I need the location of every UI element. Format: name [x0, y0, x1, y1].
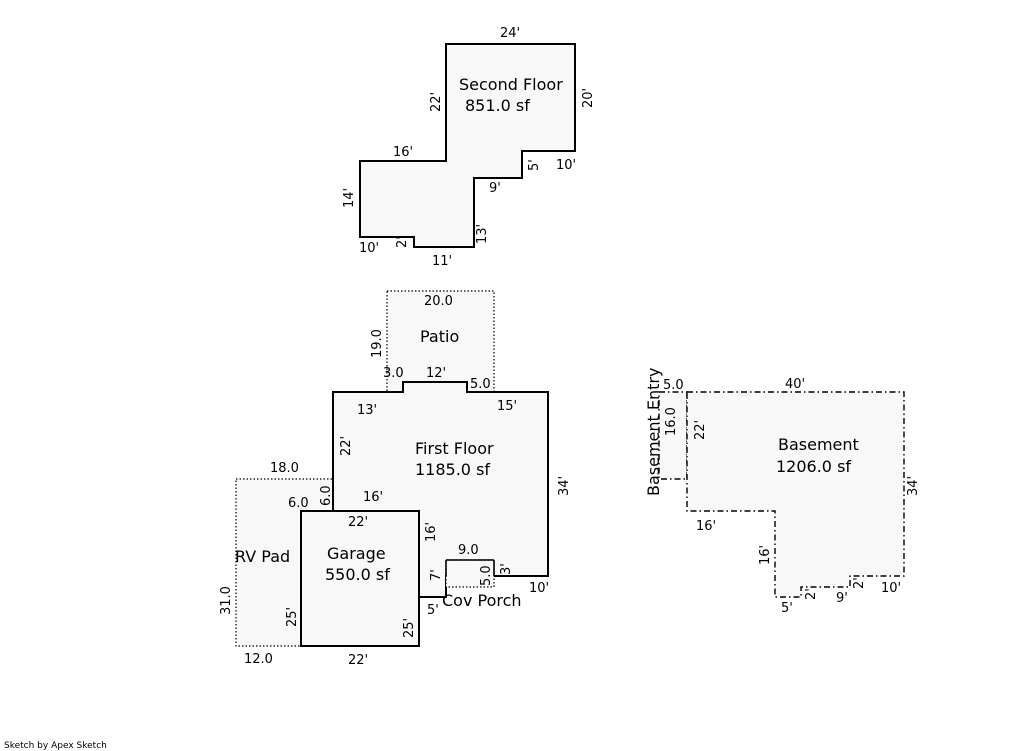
dim-garage-right: 25' [402, 618, 417, 638]
dim-garage-bottom: 22' [348, 653, 368, 668]
dim-patio-bl: 3.0 [383, 366, 404, 381]
second-floor-outline [359, 43, 576, 248]
cov-porch: Cov Porch 9.0 5.0 [442, 543, 522, 610]
dim-first-bottom-5: 5' [427, 603, 439, 618]
dim-second-notch: 2' [395, 236, 410, 248]
dim-basement-lower-left: 16' [758, 545, 773, 565]
basement-outline [686, 391, 905, 598]
dim-second-step-top: 16' [393, 145, 413, 160]
dim-second-right-bottom: 10' [556, 158, 576, 173]
dim-basement-step: 16' [696, 519, 716, 534]
dim-rv-top: 18.0 [270, 461, 299, 476]
first-floor-name: First Floor [415, 439, 494, 458]
rv-pad-name: RV Pad [235, 547, 290, 566]
dim-first-g-right: 16' [424, 522, 439, 542]
basement: Basement 1206.0 sf 40' 22' 34' 16' 16' 5… [686, 377, 921, 616]
basement-entry: Basement Entry 5.0 16.0 [644, 368, 688, 496]
basement-area: 1206.0 sf [776, 457, 851, 476]
dim-garage-top: 22' [348, 515, 368, 530]
dim-rv-n6b: 6.0 [319, 485, 334, 506]
dim-basement-right: 34' [906, 476, 921, 496]
second-floor-area: 851.0 sf [465, 96, 530, 115]
dim-second-bottom: 11' [432, 254, 452, 269]
dim-rv-left: 31.0 [219, 586, 234, 615]
dim-second-right: 20' [581, 88, 596, 108]
dim-basement-bottom-10: 10' [881, 581, 901, 596]
dim-second-bottom-left: 10' [359, 241, 379, 256]
dim-second-inner: 13' [475, 224, 490, 244]
dim-garage-left: 25' [285, 607, 300, 627]
dim-basement-bottom-9: 9' [836, 591, 848, 606]
dim-rv-bottom: 12.0 [244, 652, 273, 667]
dim-first-porch-v: 7' [429, 569, 444, 581]
basement-entry-outline [658, 391, 688, 480]
first-floor-area: 1185.0 sf [415, 460, 490, 479]
first-floor: First Floor 1185.0 sf 13' 15' 22' 34' 16… [332, 381, 572, 618]
dim-first-g-top: 16' [363, 490, 383, 505]
dim-bentry-top: 5.0 [663, 378, 684, 393]
rv-pad: RV Pad 18.0 31.0 12.0 6.0 6.0 [219, 461, 334, 667]
dim-basement-n2b: 2' [852, 577, 867, 589]
dim-patio-left: 19.0 [370, 329, 385, 358]
second-floor-name: Second Floor [459, 75, 563, 94]
second-floor: Second Floor 851.0 sf 24' 22' 20' 16' 14… [342, 26, 596, 269]
dim-porch-top: 9.0 [458, 543, 479, 558]
cov-porch-name: Cov Porch [442, 591, 522, 610]
dim-first-tl: 13' [357, 403, 377, 418]
dim-basement-n2a: 2' [804, 588, 819, 600]
dim-first-left: 22' [339, 436, 354, 456]
garage: Garage 550.0 sf 22' 22' 25' 25' [285, 510, 420, 668]
patio: Patio 20.0 19.0 3.0 12' 5.0 2' 2' [370, 290, 495, 394]
dim-basement-left: 22' [693, 420, 708, 440]
basement-entry-name: Basement Entry [644, 368, 663, 496]
garage-name: Garage [327, 544, 386, 563]
dim-bentry-side: 16.0 [664, 407, 679, 436]
footer-credit: Sketch by Apex Sketch [4, 741, 107, 751]
dim-patio-top: 20.0 [424, 294, 453, 309]
dim-rv-n6a: 6.0 [288, 496, 309, 511]
dim-patio-mid: 12' [426, 366, 446, 381]
dim-second-left-upper: 22' [429, 92, 444, 112]
dim-first-bottom-r: 10' [529, 581, 549, 596]
dim-second-left: 14' [342, 188, 357, 208]
dim-first-porch-3: 3' [499, 563, 514, 575]
dim-basement-top: 40' [785, 377, 805, 392]
garage-area: 550.0 sf [325, 565, 390, 584]
dim-second-top: 24' [500, 26, 520, 41]
basement-name: Basement [778, 435, 859, 454]
garage-outline [300, 510, 420, 647]
patio-name: Patio [420, 327, 459, 346]
dim-patio-br: 5.0 [470, 377, 491, 392]
dim-second-step-mid: 9' [489, 181, 501, 196]
dim-porch-side: 5.0 [479, 565, 494, 586]
dim-basement-bottom-5: 5' [781, 601, 793, 616]
dim-first-right: 34' [557, 476, 572, 496]
dim-first-tr: 15' [497, 399, 517, 414]
dim-second-step-r: 5' [527, 159, 542, 171]
